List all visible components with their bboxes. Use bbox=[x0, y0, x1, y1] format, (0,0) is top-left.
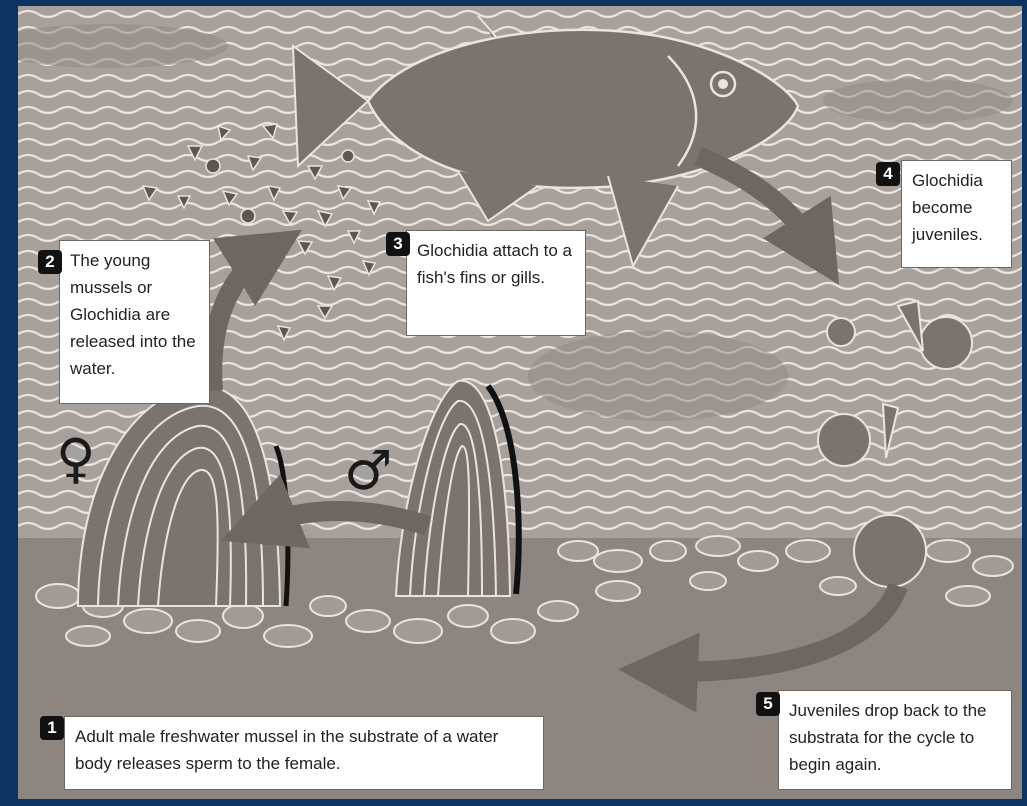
step-5-number: 5 bbox=[756, 692, 780, 716]
diagram-panel: ♀ ♂ 2 The young mussels or Glochidia are… bbox=[18, 6, 1022, 799]
step-4-number: 4 bbox=[876, 162, 900, 186]
step-4-text: Glochidia become juveniles. bbox=[912, 167, 1001, 248]
step-1-text: Adult male freshwater mussel in the subs… bbox=[75, 723, 533, 777]
step-2-text: The young mussels or Glochidia are relea… bbox=[70, 247, 199, 382]
callout-step-5: Juveniles drop back to the substrata for… bbox=[778, 690, 1012, 790]
callout-step-4: Glochidia become juveniles. bbox=[901, 160, 1012, 268]
callout-step-2: 2 The young mussels or Glochidia are rel… bbox=[59, 240, 210, 404]
step-3-number: 3 bbox=[386, 232, 410, 256]
water-shadow-middle bbox=[528, 331, 788, 421]
step-1-number: 1 bbox=[40, 716, 64, 740]
female-symbol: ♀ bbox=[56, 432, 96, 486]
water-shadow-right bbox=[823, 79, 1013, 123]
step-5-text: Juveniles drop back to the substrata for… bbox=[789, 697, 1001, 778]
step-2-number: 2 bbox=[38, 250, 62, 274]
callout-step-1: Adult male freshwater mussel in the subs… bbox=[64, 716, 544, 790]
male-symbol: ♂ bbox=[344, 444, 392, 498]
callout-step-3: Glochidia attach to a fish's fins or gil… bbox=[406, 230, 586, 336]
step-3-text: Glochidia attach to a fish's fins or gil… bbox=[417, 237, 575, 291]
